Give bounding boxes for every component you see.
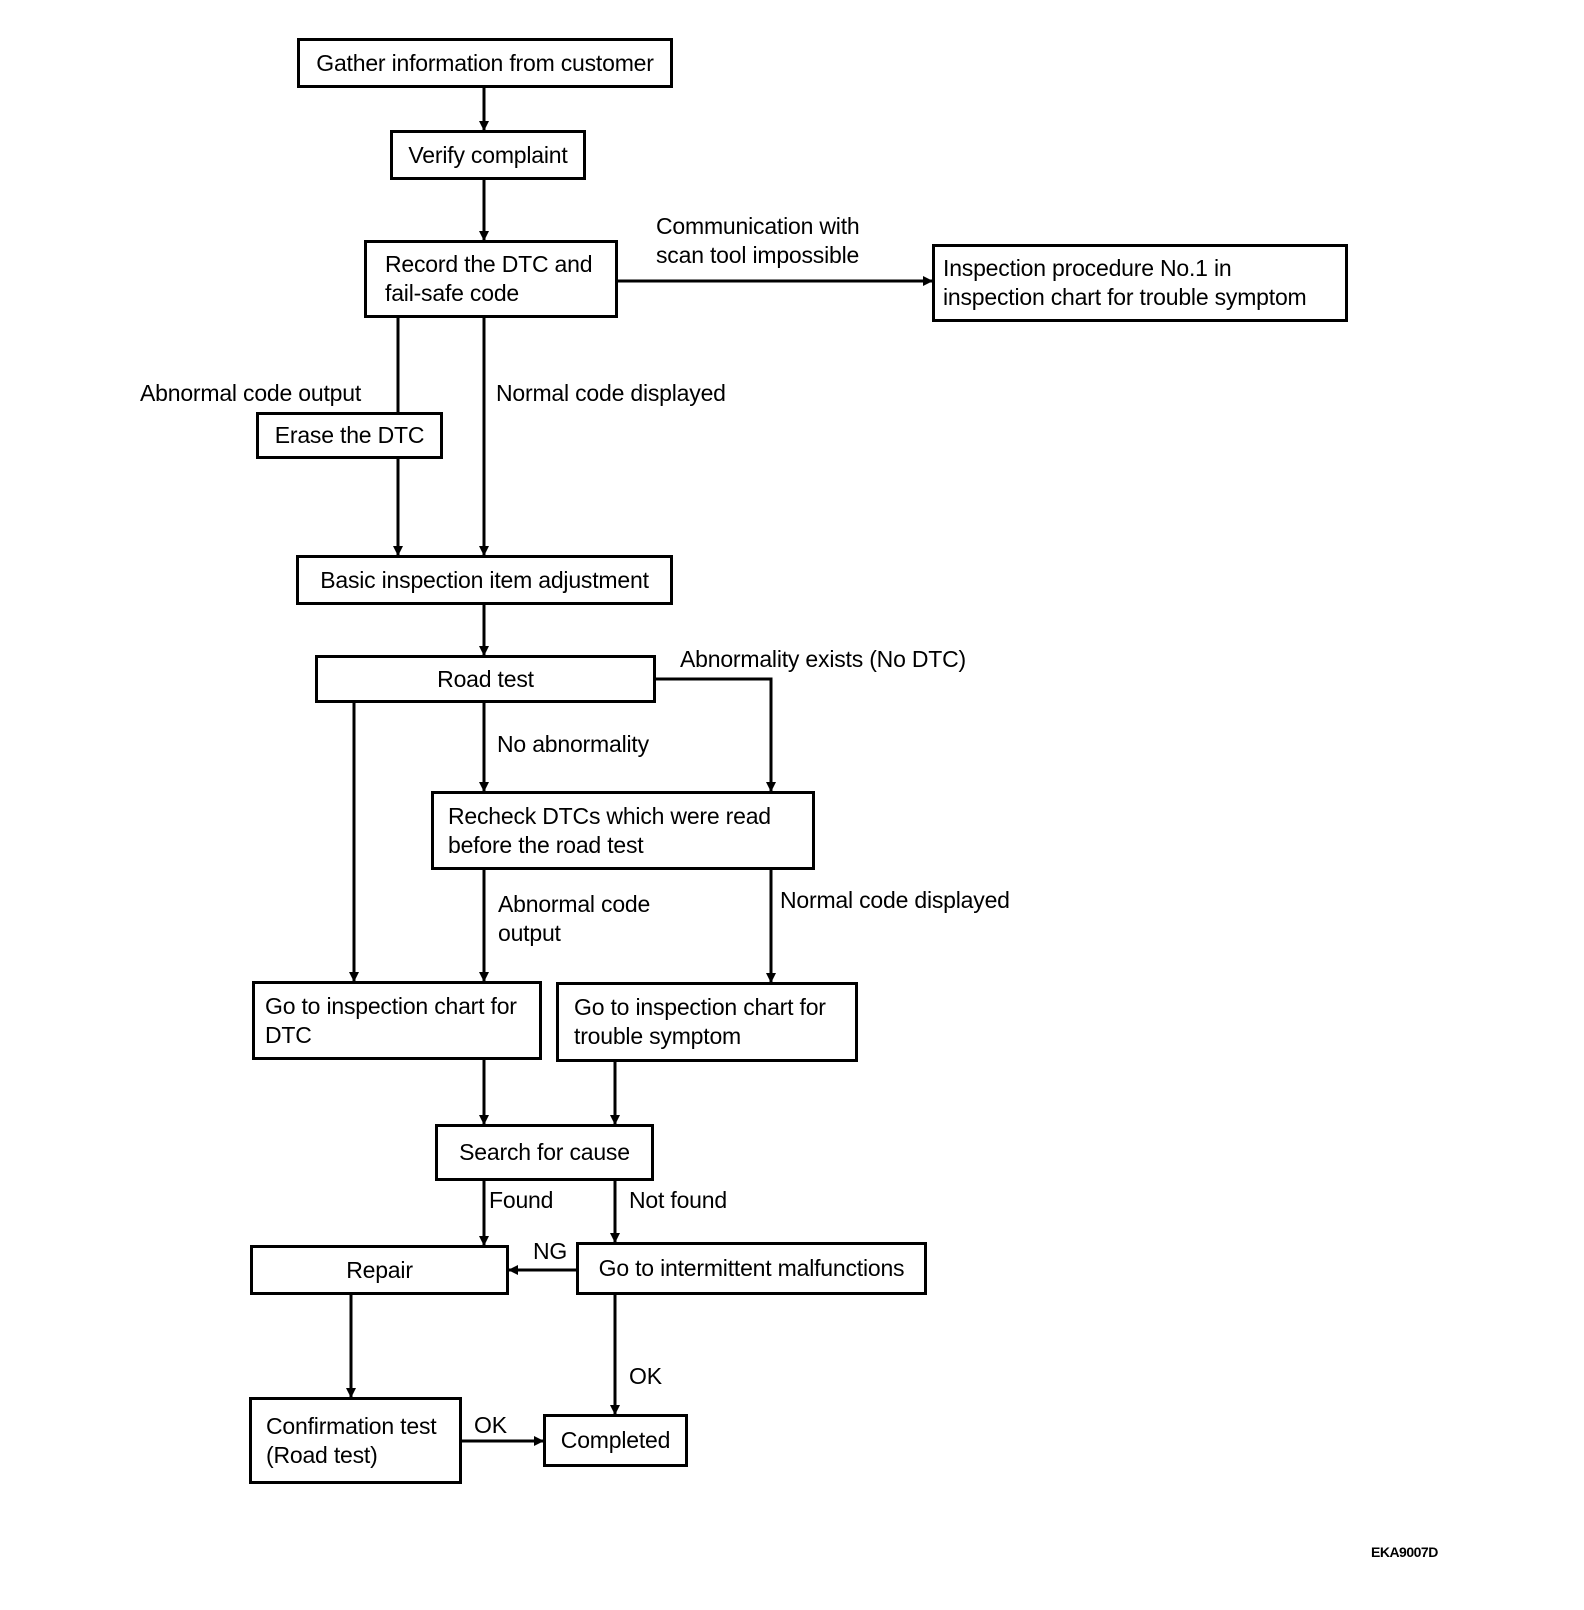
node-gather-information-text: Gather information from customer (316, 49, 654, 76)
node-goto-chart-symptom-line-1: Go to inspection chart for (574, 994, 826, 1020)
label-found: Found (489, 1187, 554, 1213)
node-goto-chart-dtc-line-2: DTC (265, 1021, 312, 1048)
node-inspection-procedure-line-2: inspection chart for trouble symptom (943, 284, 1307, 310)
label-no-abnormality: No abnormality (497, 731, 649, 757)
node-confirmation-test-line-2: (Road test) (266, 1441, 378, 1468)
label-ok-confirmation: OK (474, 1412, 507, 1438)
node-basic-inspection: Basic inspection item adjustment (296, 555, 673, 605)
label-abnormal-code-output-1: Abnormal code output (140, 380, 362, 406)
node-recheck-dtcs: Recheck DTCs which were read before the … (431, 791, 815, 870)
node-goto-chart-dtc: Go to inspection chart for DTC (252, 981, 542, 1060)
figure-code: EKA9007D (1371, 1544, 1438, 1560)
node-record-dtc: Record the DTC and fail-safe code (364, 240, 618, 318)
node-verify-complaint-text: Verify complaint (408, 141, 568, 168)
node-basic-inspection-text: Basic inspection item adjustment (320, 566, 649, 593)
label-communication-impossible: Communication with scan tool impossible (656, 212, 860, 270)
node-erase-dtc: Erase the DTC (256, 412, 443, 459)
node-gather-information: Gather information from customer (297, 38, 673, 88)
label-normal-code-displayed-2: Normal code displayed (780, 887, 1010, 913)
label-communication-impossible-line-2: scan tool impossible (656, 242, 860, 268)
node-intermittent-malfunctions-text: Go to intermittent malfunctions (598, 1255, 905, 1281)
node-confirmation-test: Confirmation test (Road test) (249, 1397, 462, 1484)
node-recheck-dtcs-line-2: before the road test (448, 831, 644, 858)
node-goto-chart-symptom-line-2: trouble symptom (574, 1023, 742, 1049)
label-ok-completed: OK (629, 1363, 662, 1389)
label-communication-impossible-line-1: Communication with (656, 213, 860, 239)
label-not-found: Not found (629, 1187, 727, 1213)
node-repair-text: Repair (346, 1256, 413, 1283)
node-completed-text: Completed (560, 1427, 671, 1453)
node-search-for-cause-text: Search for cause (459, 1139, 630, 1165)
node-inspection-procedure-line-1: Inspection procedure No.1 in (943, 255, 1232, 281)
label-abnormality-exists: Abnormality exists (No DTC) (680, 646, 966, 672)
label-normal-code-displayed-1: Normal code displayed (496, 380, 726, 406)
node-search-for-cause: Search for cause (435, 1124, 654, 1181)
label-abnormal-code-output-2: Abnormal code output (498, 890, 650, 948)
node-verify-complaint: Verify complaint (390, 130, 586, 180)
node-erase-dtc-text: Erase the DTC (274, 422, 425, 448)
node-repair: Repair (250, 1245, 509, 1295)
node-confirmation-test-line-1: Confirmation test (266, 1412, 437, 1439)
node-goto-chart-symptom: Go to inspection chart for trouble sympt… (556, 982, 858, 1062)
node-road-test: Road test (315, 655, 656, 703)
node-recheck-dtcs-line-1: Recheck DTCs which were read (448, 802, 771, 829)
edge-road-to-symptom-abnormality (656, 677, 776, 792)
node-road-test-text: Road test (437, 665, 534, 692)
node-intermittent-malfunctions: Go to intermittent malfunctions (576, 1242, 927, 1295)
node-completed: Completed (543, 1414, 688, 1467)
node-inspection-procedure: Inspection procedure No.1 in inspection … (932, 244, 1348, 322)
node-record-dtc-line-1: Record the DTC and (385, 251, 593, 277)
node-goto-chart-dtc-line-1: Go to inspection chart for (265, 992, 517, 1019)
label-abnormal-code-output-2-line-1: Abnormal code (498, 891, 651, 917)
node-record-dtc-line-2: fail-safe code (385, 280, 519, 306)
label-abnormal-code-output-2-line-2: output (498, 920, 561, 946)
label-ng: NG (533, 1238, 568, 1264)
